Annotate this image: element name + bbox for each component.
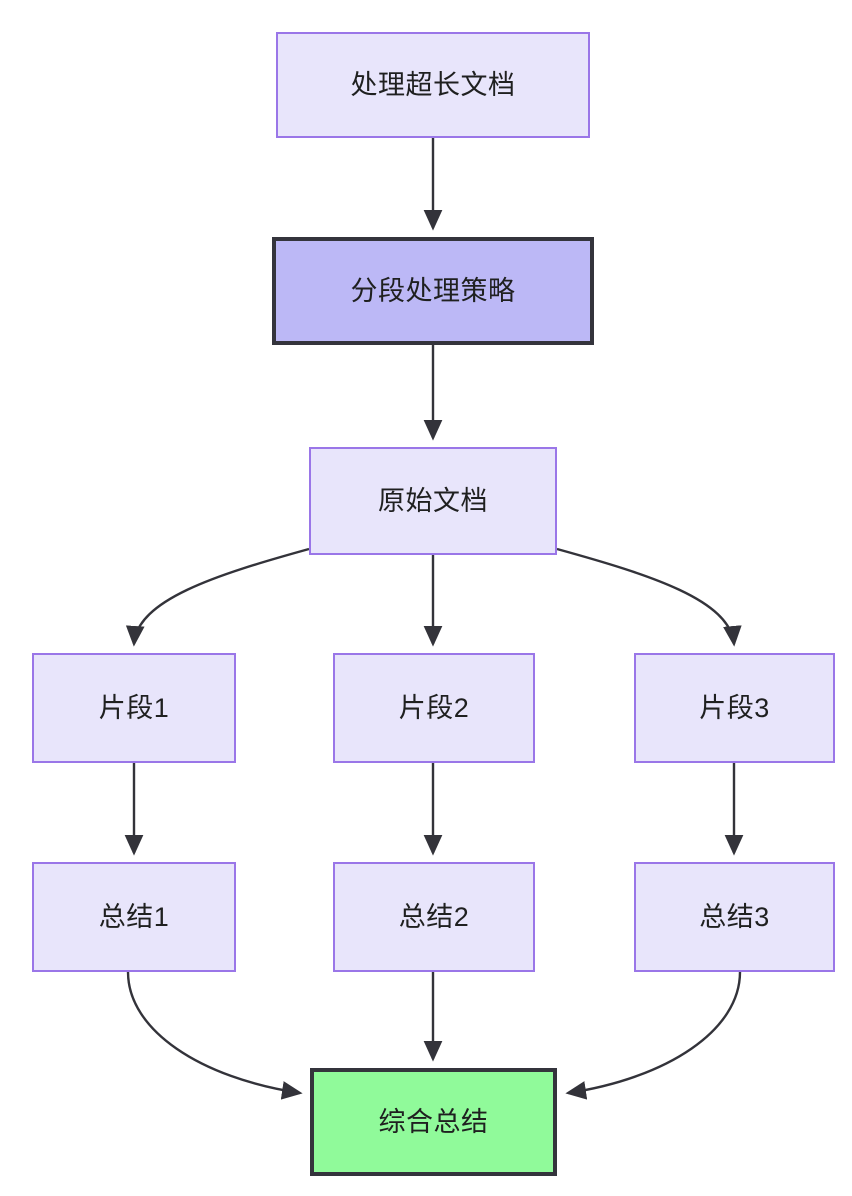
- node-label: 分段处理策略: [350, 275, 516, 306]
- node-label: 片段3: [699, 692, 770, 723]
- node-fragment-3[interactable]: 片段3: [634, 653, 835, 763]
- node-label: 总结1: [98, 901, 170, 932]
- edge-n9-n10: [565, 971, 742, 1100]
- node-chunking-strategy[interactable]: 分段处理策略: [272, 237, 594, 345]
- edge-n3-n6: [556, 547, 742, 647]
- node-label: 总结2: [398, 901, 470, 932]
- node-fragment-1[interactable]: 片段1: [32, 653, 236, 763]
- node-label: 原始文档: [378, 485, 488, 516]
- node-summary-1[interactable]: 总结1: [32, 862, 236, 972]
- node-label: 片段1: [98, 692, 170, 723]
- node-summary-3[interactable]: 总结3: [634, 862, 835, 972]
- node-summary-2[interactable]: 总结2: [333, 862, 535, 972]
- node-fragment-2[interactable]: 片段2: [333, 653, 535, 763]
- node-label: 处理超长文档: [350, 69, 516, 100]
- node-original-document[interactable]: 原始文档: [309, 447, 557, 555]
- node-process-long-document[interactable]: 处理超长文档: [276, 32, 590, 138]
- node-label: 片段2: [398, 692, 470, 723]
- edge-n7-n10: [126, 971, 303, 1100]
- node-comprehensive-summary[interactable]: 综合总结: [310, 1068, 557, 1176]
- edge-n3-n4: [125, 547, 310, 647]
- node-label: 综合总结: [378, 1106, 489, 1137]
- node-label: 总结3: [699, 901, 770, 932]
